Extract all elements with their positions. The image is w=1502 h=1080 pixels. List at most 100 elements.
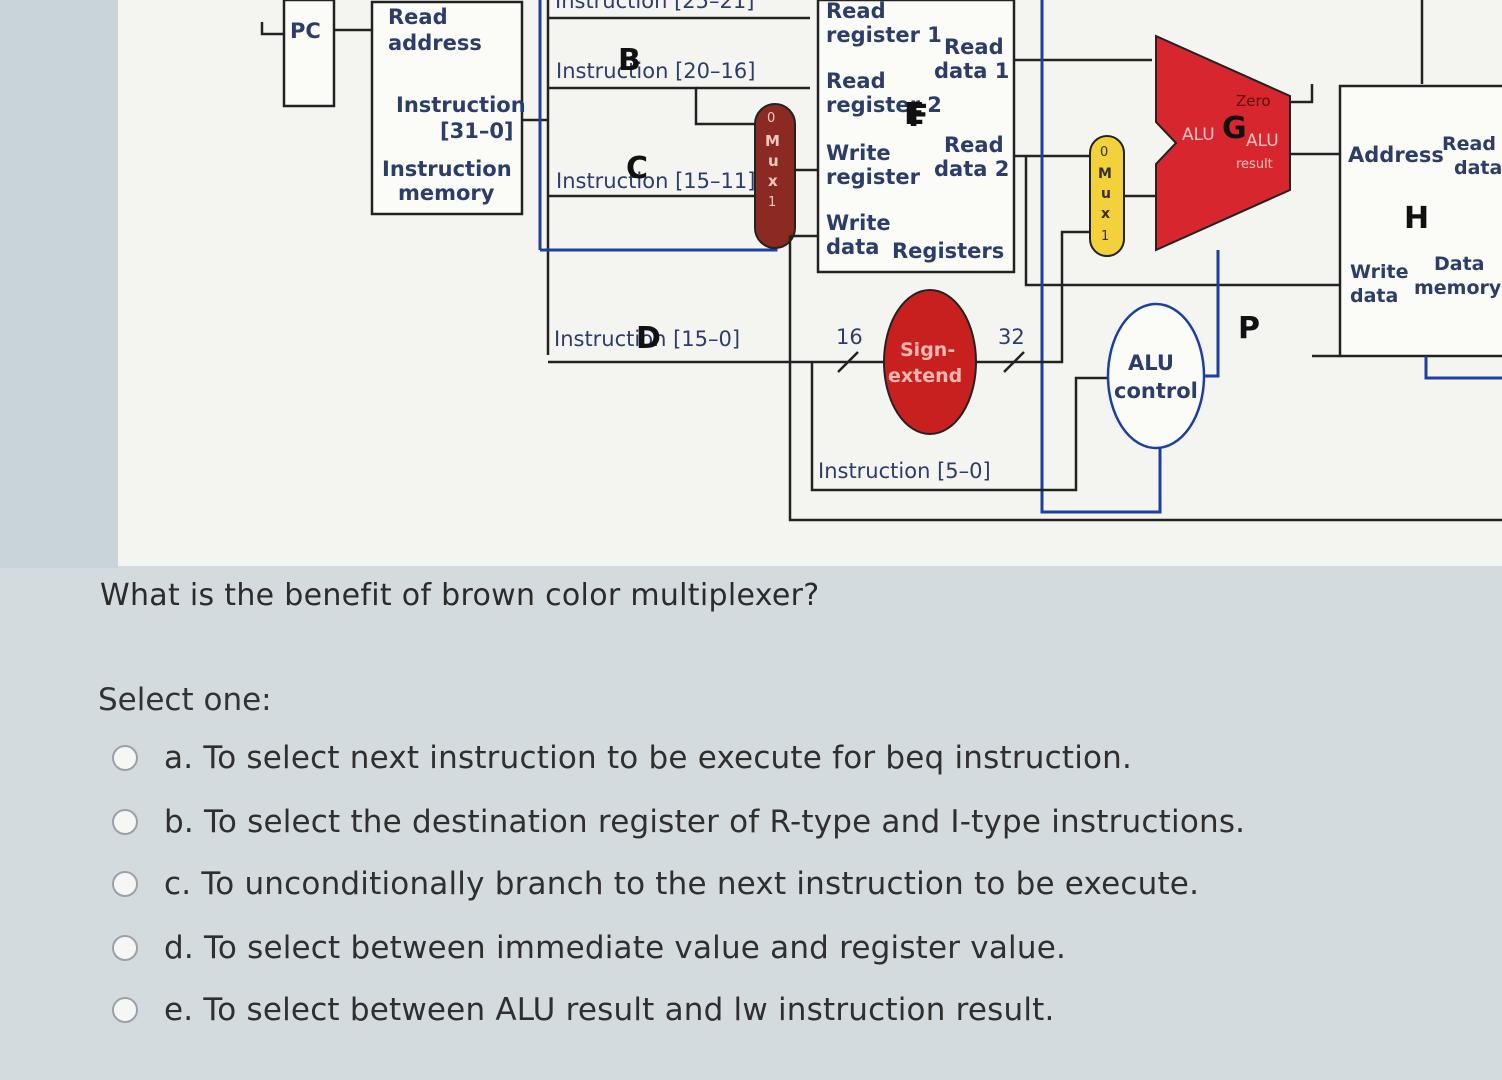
extended-wire [976,230,1094,364]
bits-16-label: 16 [836,325,863,349]
alu-result-line1: ALU [1246,131,1279,151]
option-a-text: To select next instruction to be execute… [203,740,1133,776]
marker-d: D [636,321,661,356]
marker-b: B [618,43,641,78]
read-data1-line2: data 1 [934,59,1009,83]
instruction-memory-line2: memory [398,181,495,205]
marker-f: F [908,99,929,134]
radio-e[interactable] [112,997,138,1023]
brown-mux [754,103,796,249]
marker-c: C [626,151,648,186]
dm-title-line2: memory [1414,277,1502,299]
radio-c[interactable] [112,871,138,897]
yellow-mux-letter-1: 1 [1101,229,1109,244]
pc-input-wire [260,22,284,36]
question-text: What is the benefit of brown color multi… [100,578,820,613]
bits16-slash [837,351,859,373]
sign-extend-line2: extend [888,365,962,387]
radio-d[interactable] [112,935,138,961]
read-data1-line1: Read [944,35,1004,59]
memread-control-wire [1424,356,1502,380]
writeback-wire [788,236,1502,522]
datapath-diagram: PC Read address Instruction [31–0] Instr… [260,0,1502,522]
brown-mux-letter-u: u [768,152,779,170]
option-c-text: To unconditionally branch to the next in… [201,866,1200,902]
marker-g: G [1222,111,1247,146]
instruction-memory-box [370,0,524,216]
alu-control-line2: control [1114,379,1198,403]
alu [1155,34,1291,252]
regdst-control-wire [540,215,778,252]
write-register-line2: register [826,165,921,189]
sign-extend-unit [883,289,977,435]
yellow-mux-letter-x: x [1101,206,1110,222]
brown-mux-letter-0: 0 [767,111,775,126]
read-register1-line1: Read [826,0,886,23]
instr-15-0-label: Instruction [15–0] [554,327,740,351]
option-e-text: To select between ALU result and lw inst… [203,992,1055,1028]
read-address-line1: Read [388,5,448,29]
instr-20-16-label: Instruction [20–16] [556,59,755,83]
instruction-field-line2: [31–0] [440,119,514,143]
alusrc-control-wire [1040,0,1162,514]
alu-label: ALU [1182,125,1215,145]
read-register2-line1: Read [826,69,886,93]
bits-32-label: 32 [998,325,1025,349]
marker-e: E [904,97,925,132]
dm-write-data-line1: Write [1350,261,1408,283]
write-register-line1: Write [826,141,891,165]
dm-read-data-line1: Read [1442,133,1496,155]
yellow-mux-letter-m: M [1098,166,1112,182]
write-data-line2: data [826,235,879,259]
zero-wire [1290,84,1314,104]
marker-p: P [1238,311,1260,346]
brown-mux-letter-1: 1 [768,195,776,210]
zero-label: Zero [1236,92,1271,110]
instr-5-0-label: Instruction [5–0] [818,459,991,483]
read-register2-line2: register 2 [826,93,942,117]
instr-15-11-label: Instruction [15–11] [556,169,755,193]
pc-box [282,0,336,108]
yellow-mux-letter-u: u [1101,186,1111,202]
read-data2-line2: data 2 [934,157,1009,181]
rt-wire [548,86,754,126]
option-a[interactable]: a. To select next instruction to be exec… [112,740,1132,776]
option-a-letter: a. [164,740,194,776]
instruction-field-line1: Instruction [396,93,526,117]
option-e-letter: e. [164,992,194,1028]
brown-mux-letter-x: x [768,172,778,190]
dm-address-label: Address [1348,143,1444,167]
registers-title: Registers [892,239,1004,263]
yellow-mux-letter-0: 0 [1100,145,1108,160]
brown-mux-letter-m: M [765,132,780,150]
alu-control-line1: ALU [1128,351,1174,375]
funct-wire [810,362,1110,492]
write-data-line1: Write [826,211,891,235]
instruction-memory-line1: Instruction [382,157,512,181]
option-b-text: To select the destination register of R-… [204,804,1246,840]
option-b-letter: b. [164,804,194,840]
pc-label: PC [290,19,321,43]
dm-write-data-line2: data [1350,285,1398,307]
background-band [0,0,118,568]
diagram-panel: PC Read address Instruction [31–0] Instr… [118,0,1502,566]
option-e[interactable]: e. To select between ALU result and lw i… [112,992,1055,1028]
option-c-letter: c. [164,866,192,902]
option-d-letter: d. [164,930,194,966]
option-b[interactable]: b. To select the destination register of… [112,804,1245,840]
instr-25-21-label: Instruction [25–21] [555,0,754,13]
option-d-text: To select between immediate value and re… [204,930,1067,966]
alu-result-line2: result [1236,157,1273,172]
option-c[interactable]: c. To unconditionally branch to the next… [112,866,1199,902]
radio-a[interactable] [112,745,138,771]
read-data2-line1: Read [944,133,1004,157]
radio-b[interactable] [112,809,138,835]
select-one-label: Select one: [98,682,272,718]
option-d[interactable]: d. To select between immediate value and… [112,930,1066,966]
read-register1-line2: register 1 [826,23,942,47]
write-data-dm-wire [1024,156,1340,287]
sign-extend-line1: Sign- [900,339,955,361]
alu-control-out-wire [1204,250,1220,378]
registers-box [816,0,1016,274]
bits32-slash [1003,351,1025,373]
